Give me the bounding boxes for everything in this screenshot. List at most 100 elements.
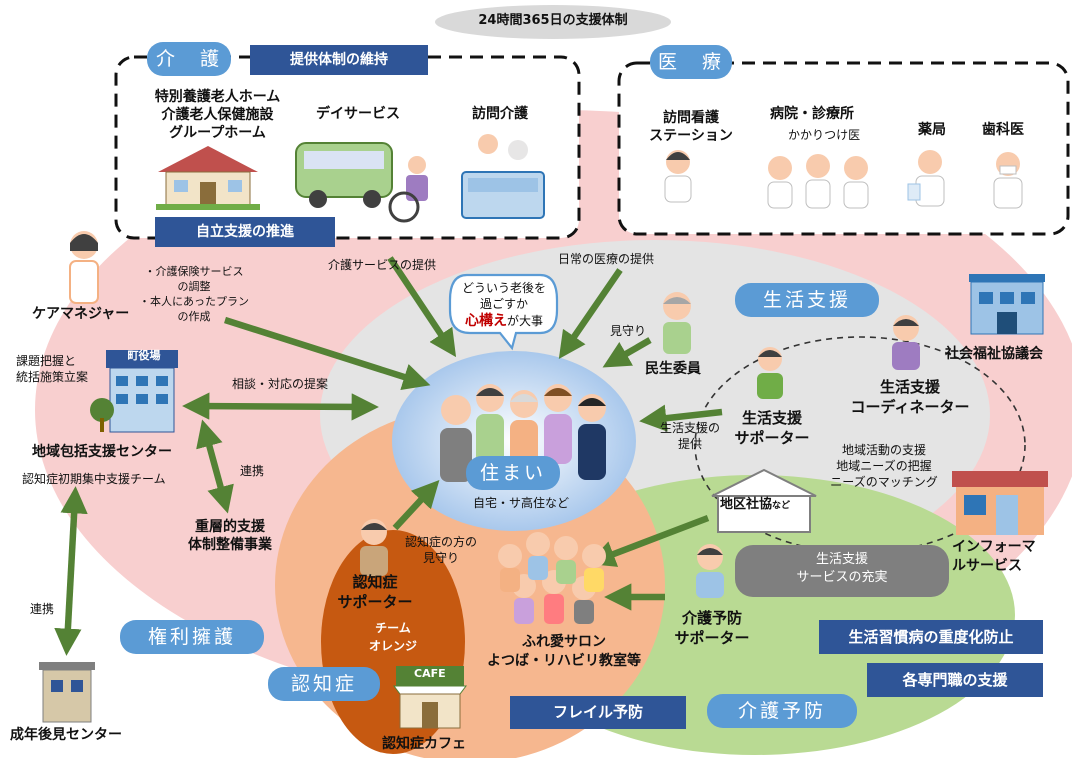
life-support-arrow-label: 生活支援の 提供 (655, 420, 725, 452)
kaigo-badge: 介 護 (147, 42, 231, 76)
care-manager-notes: ・介護保険サービス の調整 ・本人にあったプラン の作成 (138, 265, 250, 324)
bubble-line-3: 心構えが大事 (452, 312, 556, 330)
mimamori-label: 見守り (610, 324, 647, 338)
layered-support-line-1: 重層的支援 (195, 519, 265, 535)
care-service-arrow-label: 介護サービスの提供 (328, 258, 437, 272)
town-hall-note-2: 統括施策立案 (16, 370, 89, 385)
salon-line-1: ふれ愛サロン (522, 634, 606, 650)
salon-label: ふれ愛サロン よつば・リハビリ教室等 (485, 633, 643, 671)
service-enrich-line-1: 生活支援 (815, 552, 868, 567)
life-support-arrow-line-1: 生活支援の (659, 421, 720, 435)
facility-label-2: 介護老人保健施設 (161, 107, 274, 124)
nurse-icon (664, 150, 692, 203)
life-support-arrow-line-2: 提供 (677, 437, 702, 452)
informal-shop-icon (952, 471, 1048, 535)
yobo-supporter-line-1: 介護予防 (681, 609, 742, 627)
cafe-icon (393, 666, 467, 729)
kaigo-header-badge: 提供体制の維持 (250, 45, 428, 75)
minsei-label: 民生委員 (645, 361, 701, 377)
dentist-icon (993, 152, 1023, 209)
renkei-label-1: 連携 (240, 464, 265, 478)
arrow-consult (182, 392, 379, 421)
yobo-supporter-line-2: サポーター (674, 628, 750, 647)
layered-support-label: 重層的支援 体制整備事業 (175, 519, 285, 554)
service-enrich-line-2: サービスの充実 (796, 570, 888, 586)
bubble-shape (448, 273, 559, 351)
arrow-care-manager (224, 316, 431, 391)
arrow-care-service (387, 256, 457, 358)
arrow-life-support (639, 404, 723, 432)
town-hall-sign: 町役場 (127, 349, 161, 362)
care-manager-note-1: ・介護保険サービス (144, 265, 244, 278)
day-service-label: デイサービス (316, 106, 400, 122)
arrow-dementia (392, 479, 440, 531)
arrow-renkei-guardian (54, 486, 88, 656)
dementia-watch-line-2: 見守り (422, 551, 459, 566)
bubble-tail-text: が大事 (506, 314, 543, 329)
dementia-watch-label: 認知症の方の 見守り (396, 534, 486, 566)
activity-line-1: 地域活動の支援 (841, 443, 926, 457)
top-label-pill (435, 5, 671, 39)
pharmacy-label: 薬局 (918, 122, 946, 138)
kenri-badge: 権利擁護 (120, 620, 264, 654)
regional-center-sub: 認知症初期集中支援チーム (22, 472, 166, 486)
bubble-line-1: どういう老後を (461, 281, 546, 295)
care-facility-icon (156, 146, 260, 210)
dementia-supporter-line-1: 認知症 (352, 573, 398, 591)
sumai-sub-label: 自宅・サ高住など (472, 496, 569, 510)
council-label: 社会福祉協議会 (945, 346, 1043, 362)
nursing-station-line-1: 訪問看護 (663, 110, 719, 126)
life-supporter-line-2: サポーター (734, 428, 810, 447)
dementia-cafe-label: 認知症カフェ (382, 736, 466, 752)
frail-badge: フレイル予防 (510, 696, 686, 729)
service-enrich-pill: 生活支援 サービスの充実 (735, 545, 949, 597)
district-house-icon (711, 468, 817, 533)
care-manager-note-4: の作成 (177, 309, 211, 323)
speech-bubble: どういう老後を 過ごすか 心構えが大事 (452, 281, 556, 330)
adult-guardian-label: 成年後見センター (10, 727, 122, 743)
consult-arrow-label: 相談・対応の提案 (232, 377, 329, 391)
salon-line-2: よつば・リハビリ教室等 (487, 652, 641, 669)
layered-support-line-2: 体制整備事業 (188, 536, 272, 553)
activity-line-2: 地域ニーズの把握 (836, 459, 932, 474)
lifestyle-badge: 生活習慣病の重度化防止 (819, 620, 1043, 654)
town-hall-note-1: 課題把握と (16, 354, 77, 368)
arrow-medical (558, 268, 623, 359)
facility-labels: 特別養護老人ホーム 介護老人保健施設 グループホーム (135, 88, 300, 143)
town-hall-note: 課題把握と 統括施策立案 (16, 353, 88, 385)
informal-line-1: インフォーマ (952, 539, 1036, 555)
medical-arrow-label: 日常の医療の提供 (558, 252, 655, 266)
district-label: 地区社協など (720, 497, 790, 513)
care-manager-note-3: ・本人にあったプラン (139, 294, 249, 308)
family-group-icon (440, 384, 606, 482)
ninchisho-badge: 認知症 (268, 667, 380, 701)
bubble-emphasis: 心構え (464, 313, 507, 330)
hospital-label: 病院・診療所 (770, 106, 854, 122)
coordinator-icon (892, 315, 920, 370)
facility-label-1: 特別養護老人ホーム (154, 89, 281, 105)
facility-label-3: グループホーム (169, 125, 266, 142)
team-orange-label: チーム オレンジ (350, 619, 436, 655)
district-suffix-text: など (772, 501, 791, 511)
yobo-supporter-icon (696, 544, 724, 598)
seikatsu-badge: 生活支援 (735, 283, 879, 317)
nursing-station-line-2: ステーション (649, 127, 733, 144)
minsei-icon (663, 292, 691, 354)
town-hall-icon (90, 350, 178, 433)
coordinator-line-1: 生活支援 (879, 378, 940, 396)
nursing-station-label: 訪問看護 ステーション (636, 110, 746, 145)
iryo-badge: 医 療 (650, 45, 732, 79)
life-supporter-line-1: 生活支援 (741, 409, 802, 427)
experts-badge: 各専門職の支援 (867, 663, 1043, 697)
team-orange-line-1: チーム (375, 621, 411, 635)
care-manager-label: ケアマネジャー (32, 306, 130, 322)
sumai-label: 住まい (466, 456, 560, 490)
renkei-label-2: 連携 (30, 602, 55, 616)
arrow-district (587, 514, 710, 567)
arrow-mimamori (602, 337, 652, 368)
life-supporter-label: 生活支援 サポーター (722, 409, 822, 448)
care-manager-note-2: の調整 (177, 279, 211, 293)
arrow-renkei (196, 419, 234, 514)
bubble-line-2: 過ごすか (479, 296, 529, 311)
